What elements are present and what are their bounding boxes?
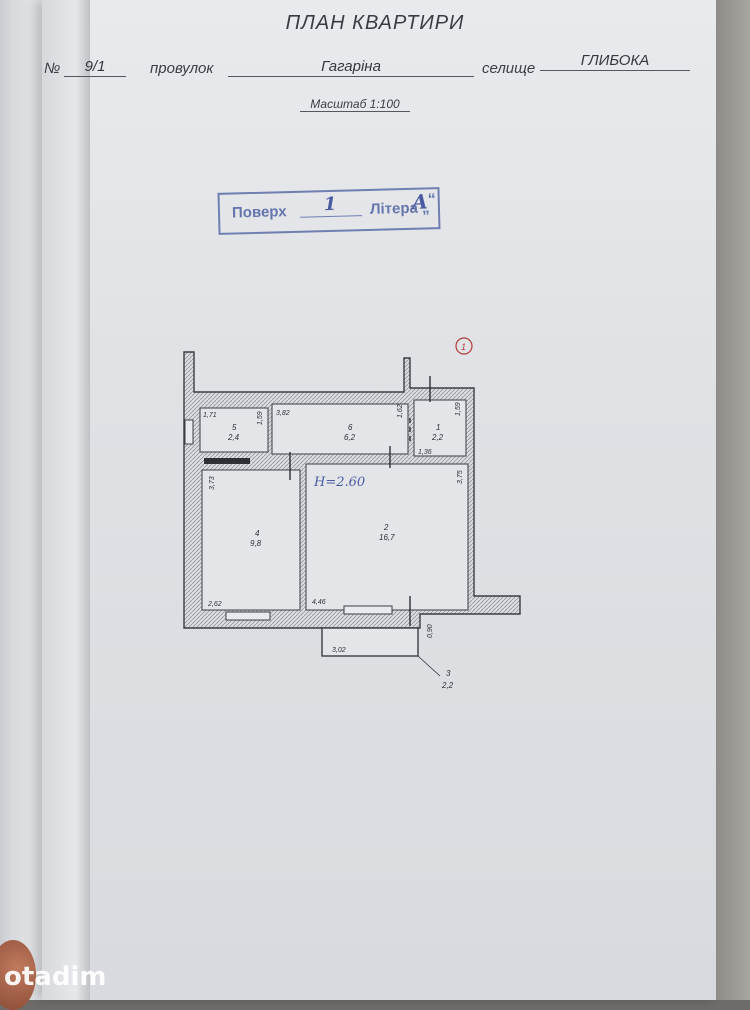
dim-3-02: 3,02 [332, 647, 346, 654]
thumb [0, 940, 36, 1010]
dim-2-62: 2,62 [207, 601, 222, 608]
room-4-number: 4 [255, 529, 260, 538]
dim-1-71: 1,71 [203, 412, 217, 419]
room-3-number: 3 [446, 669, 451, 678]
room-6-area: 6,2 [344, 433, 356, 442]
marker-circle [455, 337, 473, 355]
page-edge [716, 0, 750, 1000]
window-left [184, 419, 194, 445]
room-1-number: 1 [436, 423, 440, 432]
room-4-shape [201, 469, 301, 611]
dim-0-90: 0,90 [427, 624, 434, 638]
dim-3-75: 3,75 [457, 470, 464, 484]
partition-dark [204, 458, 250, 464]
room-3-area: 2,2 [441, 681, 454, 690]
room-4-area: 9,8 [250, 539, 262, 548]
window-room2 [343, 605, 393, 615]
street-label: провулок [150, 60, 214, 77]
room-2-shape [305, 463, 469, 611]
number-prefix: № [44, 60, 61, 77]
height-note: H=2.60 [313, 475, 365, 490]
window-room4 [225, 611, 271, 621]
room-2-number: 2 [383, 523, 389, 532]
watermark-logo: otadim [4, 962, 107, 992]
village-label: селище [482, 60, 536, 77]
room-5-area: 2,4 [227, 433, 240, 442]
room-6-shape [271, 403, 409, 455]
dim-1-62: 1,62 [397, 404, 404, 418]
room-2-area: 16,7 [379, 533, 395, 542]
leader-balcony [417, 655, 441, 677]
room-6-number: 6 [348, 423, 353, 432]
room-5-shape [199, 407, 269, 453]
dim-1-59-a: 1,59 [257, 411, 264, 425]
dim-4-46: 4,46 [312, 599, 326, 606]
dim-1-59-b: 1,59 [455, 402, 462, 416]
dim-3-73: 3,73 [209, 476, 216, 490]
room-3-balcony-shape [321, 627, 419, 657]
apartment-number: 9/1 [64, 58, 126, 77]
room-5-number: 5 [232, 423, 237, 432]
marker-label: 1 [461, 342, 466, 352]
dim-1-36: 1,36 [418, 449, 432, 456]
room-1-area: 2,2 [431, 433, 444, 442]
street-value: Гагаріна [228, 58, 474, 77]
document-title: ПЛАН КВАРТИРИ [285, 12, 465, 34]
page-fold [42, 0, 90, 1000]
scale-label: Масштаб 1:100 [300, 97, 410, 112]
room-1-shape [413, 399, 467, 457]
dim-3-82: 3,82 [276, 410, 290, 417]
village-value: ГЛИБОКА [540, 52, 690, 71]
